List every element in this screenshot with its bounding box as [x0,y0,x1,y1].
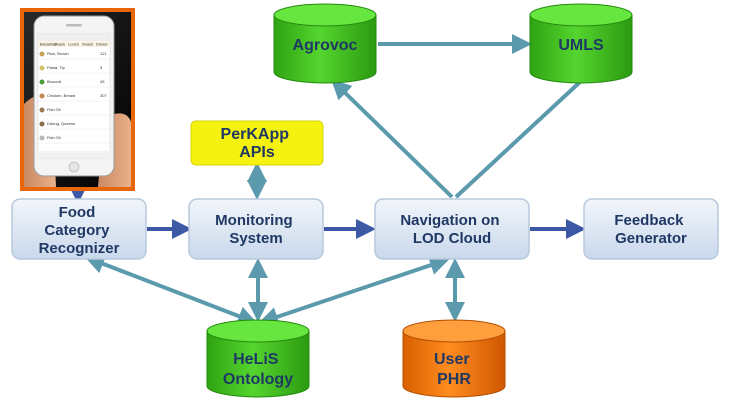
phone-list-item: Ddung, Queens [47,121,75,126]
phone-list-value: 3 [100,65,103,70]
phone-tab: Snack [54,42,65,47]
arrow-helis-navigation [258,255,450,327]
cylinder-agrovoc: Agrovoc [273,3,377,84]
phone-list-item: Fish Oil [47,107,61,112]
box-navigation-lod-cloud: Navigation on LOD Cloud [374,198,530,260]
phone-list-value: 45 [100,79,105,84]
svg-text:PerKApp APIs: PerKApp APIs [221,126,294,161]
box-food-category-recognizer: Food Category Recognizer [11,198,147,260]
svg-text:Food Category Reco: Food Category Recognizer [39,204,120,257]
food-recognizer-line-3: Recognizer [39,240,120,257]
connectors [68,34,586,327]
navigation-line-1: Navigation on [400,212,499,229]
phone-list-item: Chicken, Breast [47,93,76,98]
apis-line-1: PerKApp [221,126,290,143]
phone-tab: Dinner [96,42,108,47]
svg-text:Feedback Generator: Feedback Generator [614,212,687,247]
phone-tab: Breakfast [40,42,58,47]
box-monitoring-system: Monitoring System [188,198,324,260]
phone-list-item: Broccoli [47,79,61,84]
feedback-line-1: Feedback [614,212,684,229]
monitoring-line-2: System [229,230,282,247]
food-icon [39,79,45,85]
arrow-umls-to-navigation [454,80,582,199]
phone-list-value: 307 [100,93,107,98]
food-recognizer-line-2: Category [44,222,110,239]
svg-text:HeLiS Ontology: HeLiS Ontology [223,351,293,388]
box-feedback-generator: Feedback Generator [583,198,719,260]
cylinder-helis-ontology: HeLiS Ontology [206,319,310,398]
cylinder-user-phr: User PHR [402,319,506,398]
arrow-navigation-to-agrovoc [331,79,454,199]
phr-line-1: User [434,351,470,368]
umls-label: UMLS [558,37,604,54]
monitoring-line-1: Monitoring [215,212,292,229]
food-icon [39,135,45,141]
agrovoc-label: Agrovoc [293,37,358,54]
helis-line-1: HeLiS [233,351,279,368]
phone-list-item: Rice, Brown [47,51,69,56]
helis-line-2: Ontology [223,371,293,388]
svg-text:User PHR: User PHR [434,351,474,388]
phone-tab: Snack [82,42,93,47]
navigation-line-2: LOD Cloud [413,230,491,247]
phr-line-2: PHR [437,371,471,388]
food-icon [39,51,45,57]
food-icon [39,121,45,127]
box-perkapp-apis: PerKApp APIs [190,120,324,166]
phone-list-item: Pasta, Tip [47,65,66,70]
svg-text:Monitoring System: Monitoring System [215,212,297,247]
feedback-line-2: Generator [615,230,687,247]
food-icon [39,107,45,113]
food-icon [39,93,45,99]
phone-tab: Lunch [68,42,79,47]
food-recognizer-line-1: Food [59,204,96,221]
svg-text:Navigation on LOD Cloud: Navigation on LOD Cloud [400,212,503,247]
phone-list-value: 121 [100,51,107,56]
cylinder-umls: UMLS [529,3,633,84]
food-icon [39,65,45,71]
phone-list-item: Fish Oil [47,135,61,140]
arrow-helis-recognizer [84,254,258,326]
apis-line-2: APIs [239,144,275,161]
